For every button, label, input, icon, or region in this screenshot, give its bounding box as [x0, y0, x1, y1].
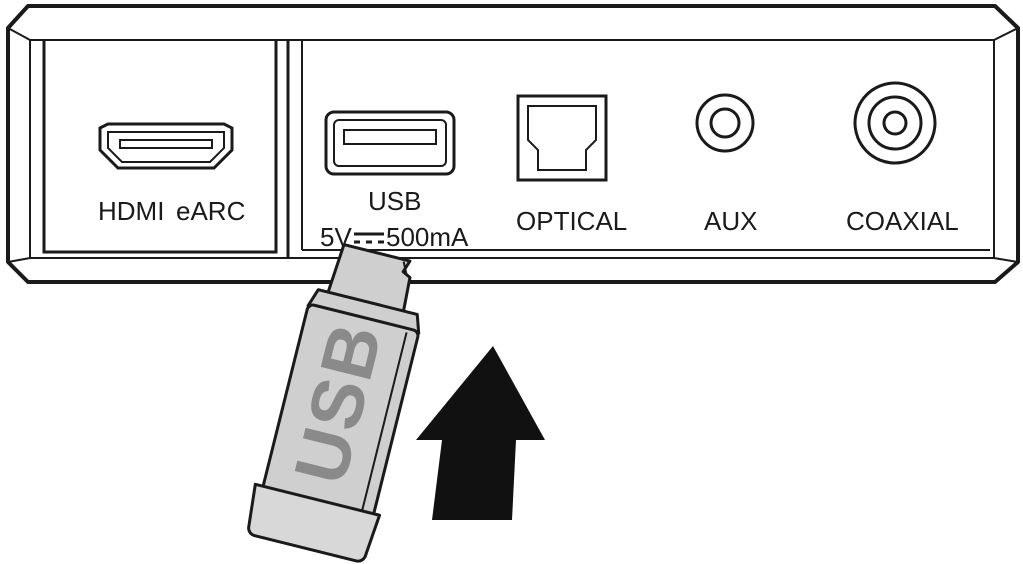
coaxial-port-pin	[882, 110, 908, 136]
usb-drive-side-edge	[361, 332, 408, 512]
device-bevel	[7, 27, 1019, 263]
usb-drive-cap	[247, 482, 382, 563]
usb-port	[324, 110, 456, 176]
aux-port-inner	[709, 107, 741, 139]
hdmi-port	[98, 122, 234, 170]
usb-port-tongue	[343, 129, 437, 145]
optical-port	[516, 94, 608, 182]
optical-port-inner	[527, 105, 597, 171]
aux-port	[695, 93, 755, 153]
usb-flash-drive: USB	[247, 243, 421, 563]
earc-label: eARC	[176, 196, 245, 226]
hdmi-port-pins	[119, 139, 213, 149]
aux-label: AUX	[704, 206, 757, 236]
coaxial-label: COAXIAL	[846, 206, 959, 236]
dc-symbol-icon	[354, 232, 384, 244]
usb-port-label: USB	[368, 186, 421, 216]
usb-drive-connector-notch	[402, 261, 408, 275]
device-rear-panel	[6, 4, 1020, 284]
hdmi-label: HDMI	[98, 196, 164, 226]
usb-current-label: 500mA	[386, 222, 469, 252]
up-arrow-icon	[416, 346, 545, 520]
coaxial-port	[853, 81, 937, 165]
optical-label: OPTICAL	[516, 206, 627, 236]
